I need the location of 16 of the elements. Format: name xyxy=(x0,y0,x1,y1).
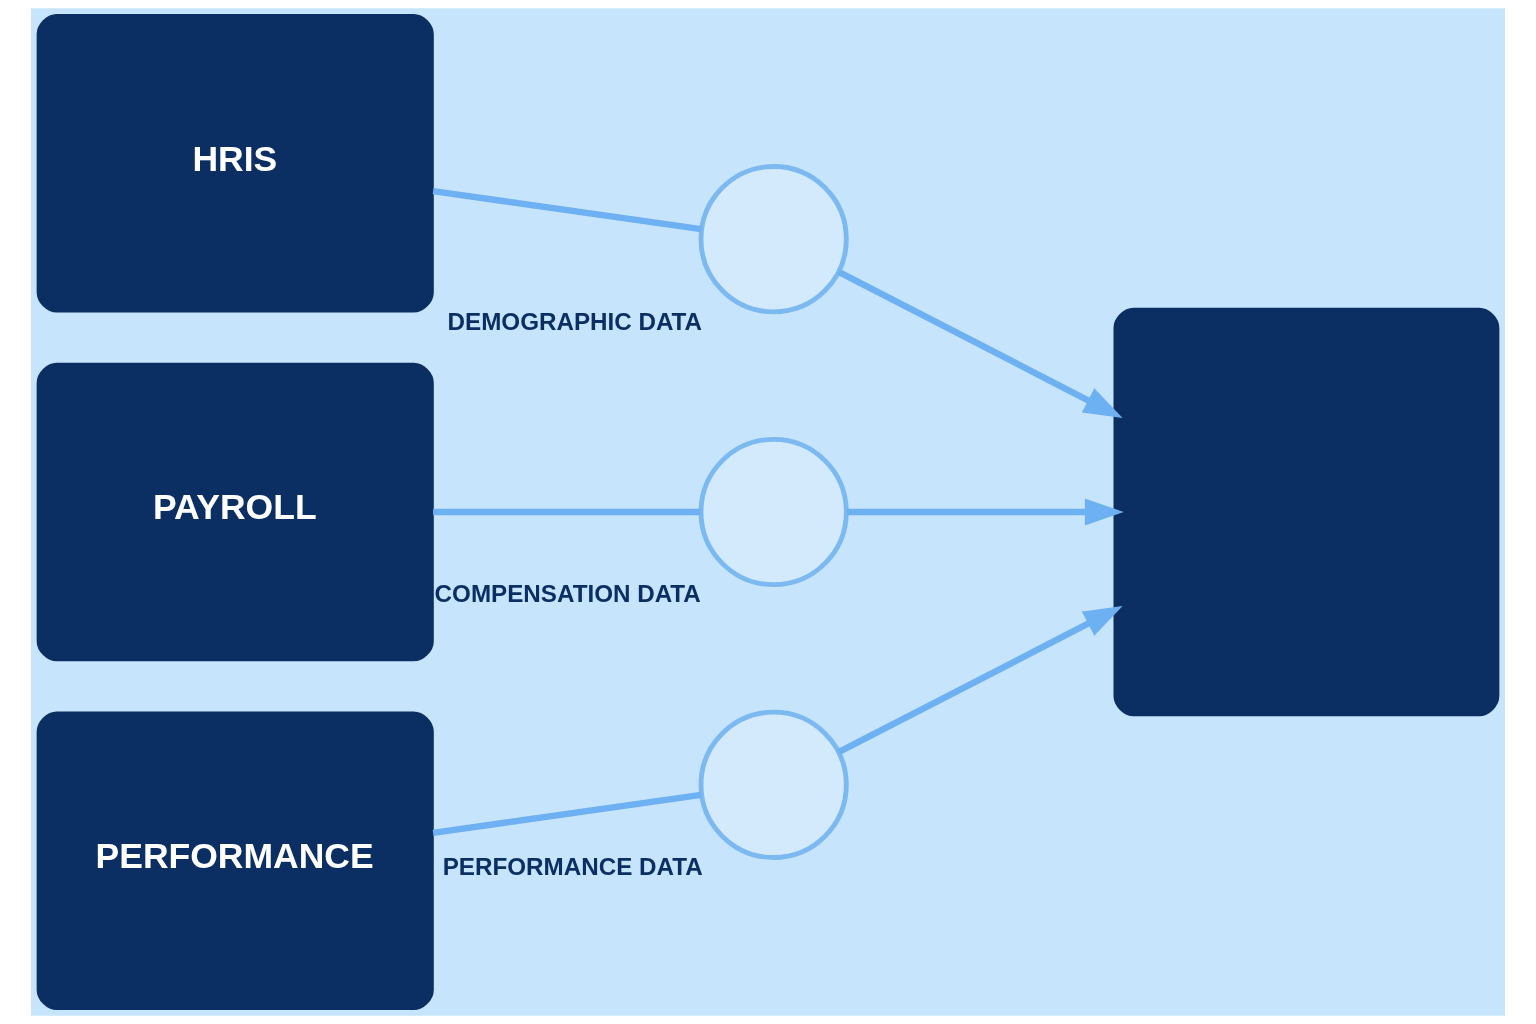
node-circle xyxy=(698,436,849,588)
node-circle xyxy=(698,709,849,860)
arrow xyxy=(837,268,1123,419)
connector xyxy=(433,508,701,516)
node-label: DEMOGRAPHIC DATA xyxy=(447,307,703,335)
node-box: PERFORMANCE xyxy=(36,711,434,1011)
arrow xyxy=(837,605,1123,756)
arrow xyxy=(846,498,1124,526)
node-box: PAYROLL xyxy=(36,362,434,662)
node-box: HRIS xyxy=(36,13,434,313)
connector xyxy=(432,791,702,837)
node-box xyxy=(1113,307,1500,717)
node-label: PERFORMANCE DATA xyxy=(442,853,703,881)
connector xyxy=(432,187,702,233)
node-label: COMPENSATION DATA xyxy=(434,580,701,608)
node-circle xyxy=(698,164,849,315)
